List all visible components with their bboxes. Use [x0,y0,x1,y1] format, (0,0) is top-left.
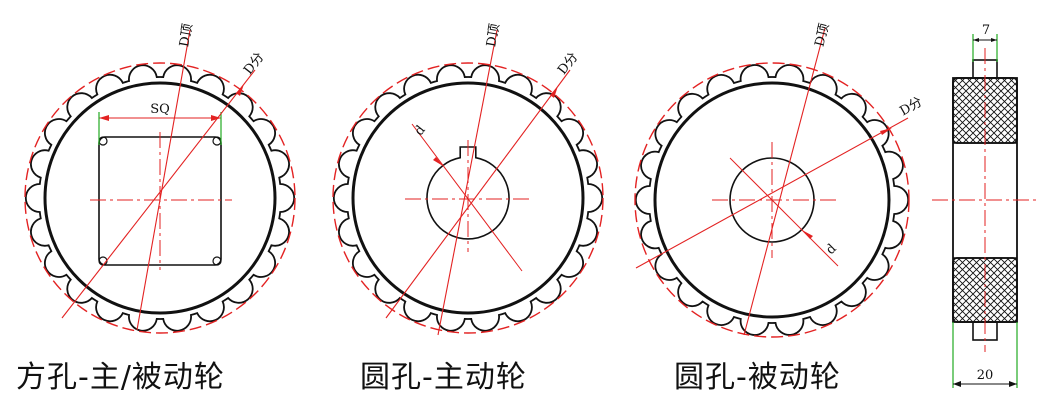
gear-round-bore: d D顶 D分 [634,22,925,338]
gear-round-keyed-bore: d D顶 D分 [332,23,604,336]
caption-square-bore: 方孔-主/被动轮 [16,360,225,395]
d-pitch-label: D分 [241,50,267,78]
d-pitch-leader [385,69,571,319]
gear-outline [634,64,910,336]
gear-outline [24,64,296,332]
d-bore-leader [729,157,839,267]
d-top-leader [437,29,498,336]
d-top-label: D顶 [484,23,503,49]
caption-round-bore-drive: 圆孔-主动轮 [360,360,527,395]
sq-label: SQ [150,102,170,117]
inner-rim [653,81,891,319]
gear-square-bore: SQ D顶 D分 [24,23,296,334]
caption-round-bore-driven: 圆孔-被动轮 [674,360,841,395]
arrow-head [99,115,109,121]
d-bore-leader [411,123,523,272]
arrow-head [802,230,813,239]
d-top-leader [136,29,191,331]
bore-corner [212,136,222,146]
arrow-head [880,128,892,135]
d-top-leader [743,27,826,336]
tip-circle [24,62,296,334]
d-top-label: D顶 [177,23,196,49]
side-section-view: 7 20 [932,23,1038,388]
d-top-label: D顶 [812,22,832,48]
d-pitch-label: D分 [555,50,581,78]
bore-corner [98,136,108,146]
d-pitch-label: D分 [897,95,925,120]
gear-outline [332,64,604,332]
arrow-head [550,86,558,98]
arrow-head [433,157,443,166]
inner-rim [351,81,585,315]
inner-rim [43,81,277,315]
d-bore-label: d [823,241,839,257]
tip-circle [634,62,910,338]
tip-circle [332,62,604,334]
d-pitch-leader [635,117,909,269]
d-bore-label: d [412,123,429,139]
bore-corner [212,256,222,266]
hub-width-label: 7 [982,23,990,38]
arrow-head [973,38,979,42]
arrow-head [236,84,244,96]
arrow-head [211,115,221,121]
arrow-head [991,38,997,42]
d-pitch-leader [61,69,256,319]
rim-width-label: 20 [977,368,994,383]
arrow-head [1009,381,1017,387]
arrow-head [953,381,961,387]
